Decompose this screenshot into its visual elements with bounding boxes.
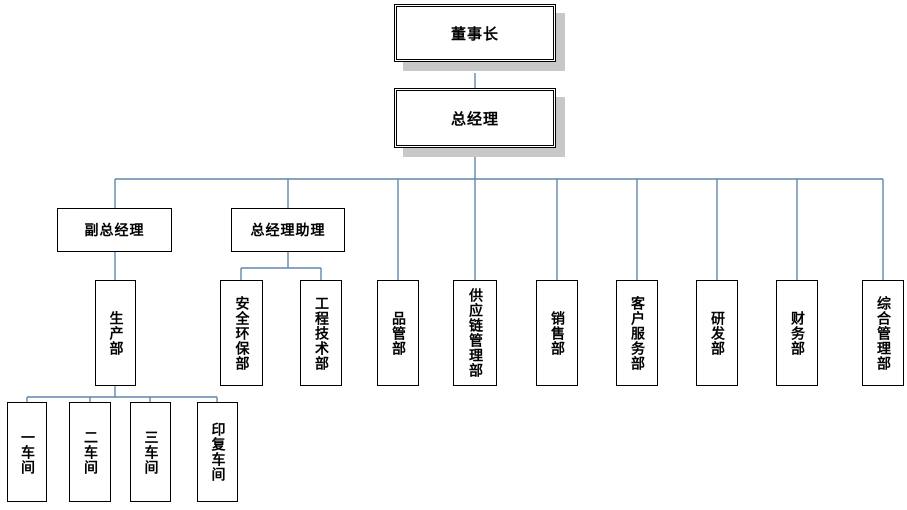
general-admin-dept-box: 综合管理部 — [862, 280, 904, 386]
finance-dept-box: 财务部 — [776, 280, 818, 386]
customer-service-dept-box: 客户服务部 — [616, 280, 658, 386]
workshop-print-box: 印复车间 — [197, 402, 238, 502]
safety-env-dept-box: 安全环保部 — [220, 280, 263, 386]
production-dept-box: 生产部 — [95, 280, 136, 386]
supply-chain-dept-box: 供应链管理部 — [453, 280, 497, 386]
deputy-gm-box: 副总经理 — [57, 208, 172, 252]
rnd-dept-box: 研发部 — [696, 280, 738, 386]
sales-dept-box: 销售部 — [536, 280, 578, 386]
gm-assistant-box: 总经理助理 — [231, 208, 345, 252]
workshop-2-box: 二车间 — [69, 402, 111, 502]
engineering-tech-dept-box: 工程技术部 — [300, 280, 342, 386]
workshop-1-box: 一车间 — [7, 402, 47, 502]
chairman-box: 董事长 — [394, 4, 556, 62]
quality-dept-box: 品管部 — [377, 280, 419, 386]
workshop-3-box: 三车间 — [130, 402, 171, 502]
general-manager-box: 总经理 — [394, 88, 556, 148]
